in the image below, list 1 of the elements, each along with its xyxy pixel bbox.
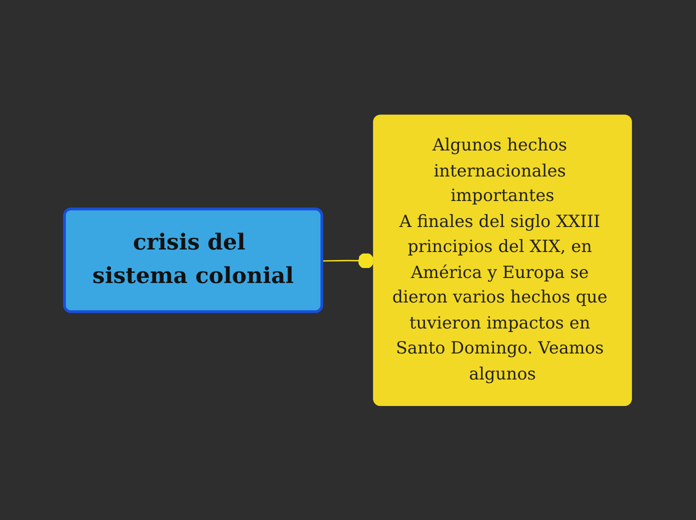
connector — [322, 252, 375, 268]
